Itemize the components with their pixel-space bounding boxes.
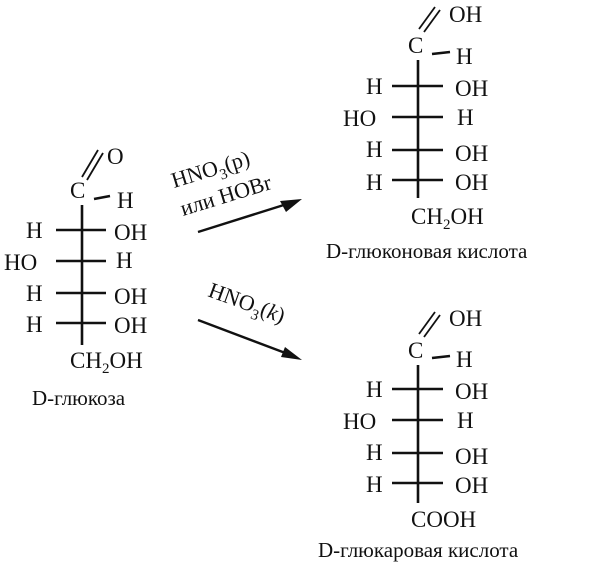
glucaric-carbon-h: H [456,347,473,372]
gluconic-bottom-group: CH2OH [411,204,484,233]
glucaric-acid-name: D-глюкаровая кислота [318,538,519,562]
glucaric-carbonyl-inner [418,311,436,335]
c2-right: OH [114,220,147,245]
lower-arrow-shaft [197,318,289,356]
glucaric-c2-left: H [366,377,383,402]
glucaric-c4-right: OH [455,444,488,469]
glucose-structure: O C H H OH HO H H OH H OH CH2OH D-глюкоз… [4,144,147,410]
glucaric-acid-structure: OH C H H OH HO H H OH H OH COOH D-глюкар… [318,306,519,562]
carbonyl-oxygen: O [107,144,124,169]
lower-arrow-head [281,347,302,360]
upper-arrow-head [280,199,302,212]
glucaric-ch-bond [431,354,451,360]
gluconic-c2-right: OH [455,76,488,101]
gluconic-acid-structure: OH C H H OH HO H H OH H OH CH2OH D-глюко… [326,2,528,263]
carbonyl-bond-inner [81,149,99,178]
c3-left: HO [4,250,37,275]
glucaric-top-oh: OH [449,306,482,331]
gluconic-c4-right: OH [455,141,488,166]
lower-reagent: HNO3(k) [204,277,289,332]
gluconic-c5-right: OH [455,170,488,195]
gluconic-c4-left: H [366,137,383,162]
gluconic-carbon: C [408,33,423,58]
ch-bond [93,194,111,201]
oxidation-arrow-upper: HNO3(р) или HOBr [168,145,302,234]
carbonyl-bond-outer [86,152,104,181]
gluconic-top-oh: OH [449,2,482,27]
glucose-name: D-глюкоза [32,386,126,410]
gluconic-carbonyl-outer [423,9,441,33]
upper-arrow-shaft [197,202,288,234]
aldehyde-hydrogen: H [117,188,134,213]
gluconic-c3-left: HO [343,106,376,131]
c3-right: H [116,248,133,273]
gluconic-ch-bond [431,50,451,56]
glucaric-bottom-group: COOH [411,507,476,532]
c5-left: H [26,312,43,337]
gluconic-c3-right: H [457,105,474,130]
glucaric-c3-right: H [457,408,474,433]
oxidation-arrow-lower: HNO3(k) [197,277,302,360]
c5-right: OH [114,313,147,338]
c4-left: H [26,281,43,306]
gluconic-c5-left: H [366,170,383,195]
glucaric-c3-left: HO [343,409,376,434]
glucaric-carbon: C [408,338,423,363]
glucaric-c5-right: OH [455,473,488,498]
gluconic-acid-name: D-глюконовая кислота [326,239,528,263]
c4-right: OH [114,284,147,309]
glucaric-c4-left: H [366,440,383,465]
glucose-bottom-group: CH2OH [70,348,143,377]
glucaric-c5-left: H [366,472,383,497]
aldehyde-carbon: C [70,178,85,203]
glucaric-c2-right: OH [455,379,488,404]
c2-left: H [26,218,43,243]
gluconic-carbonyl-inner [418,6,436,30]
gluconic-carbon-h: H [456,44,473,69]
glucaric-carbonyl-outer [423,314,441,338]
gluconic-c2-left: H [366,74,383,99]
